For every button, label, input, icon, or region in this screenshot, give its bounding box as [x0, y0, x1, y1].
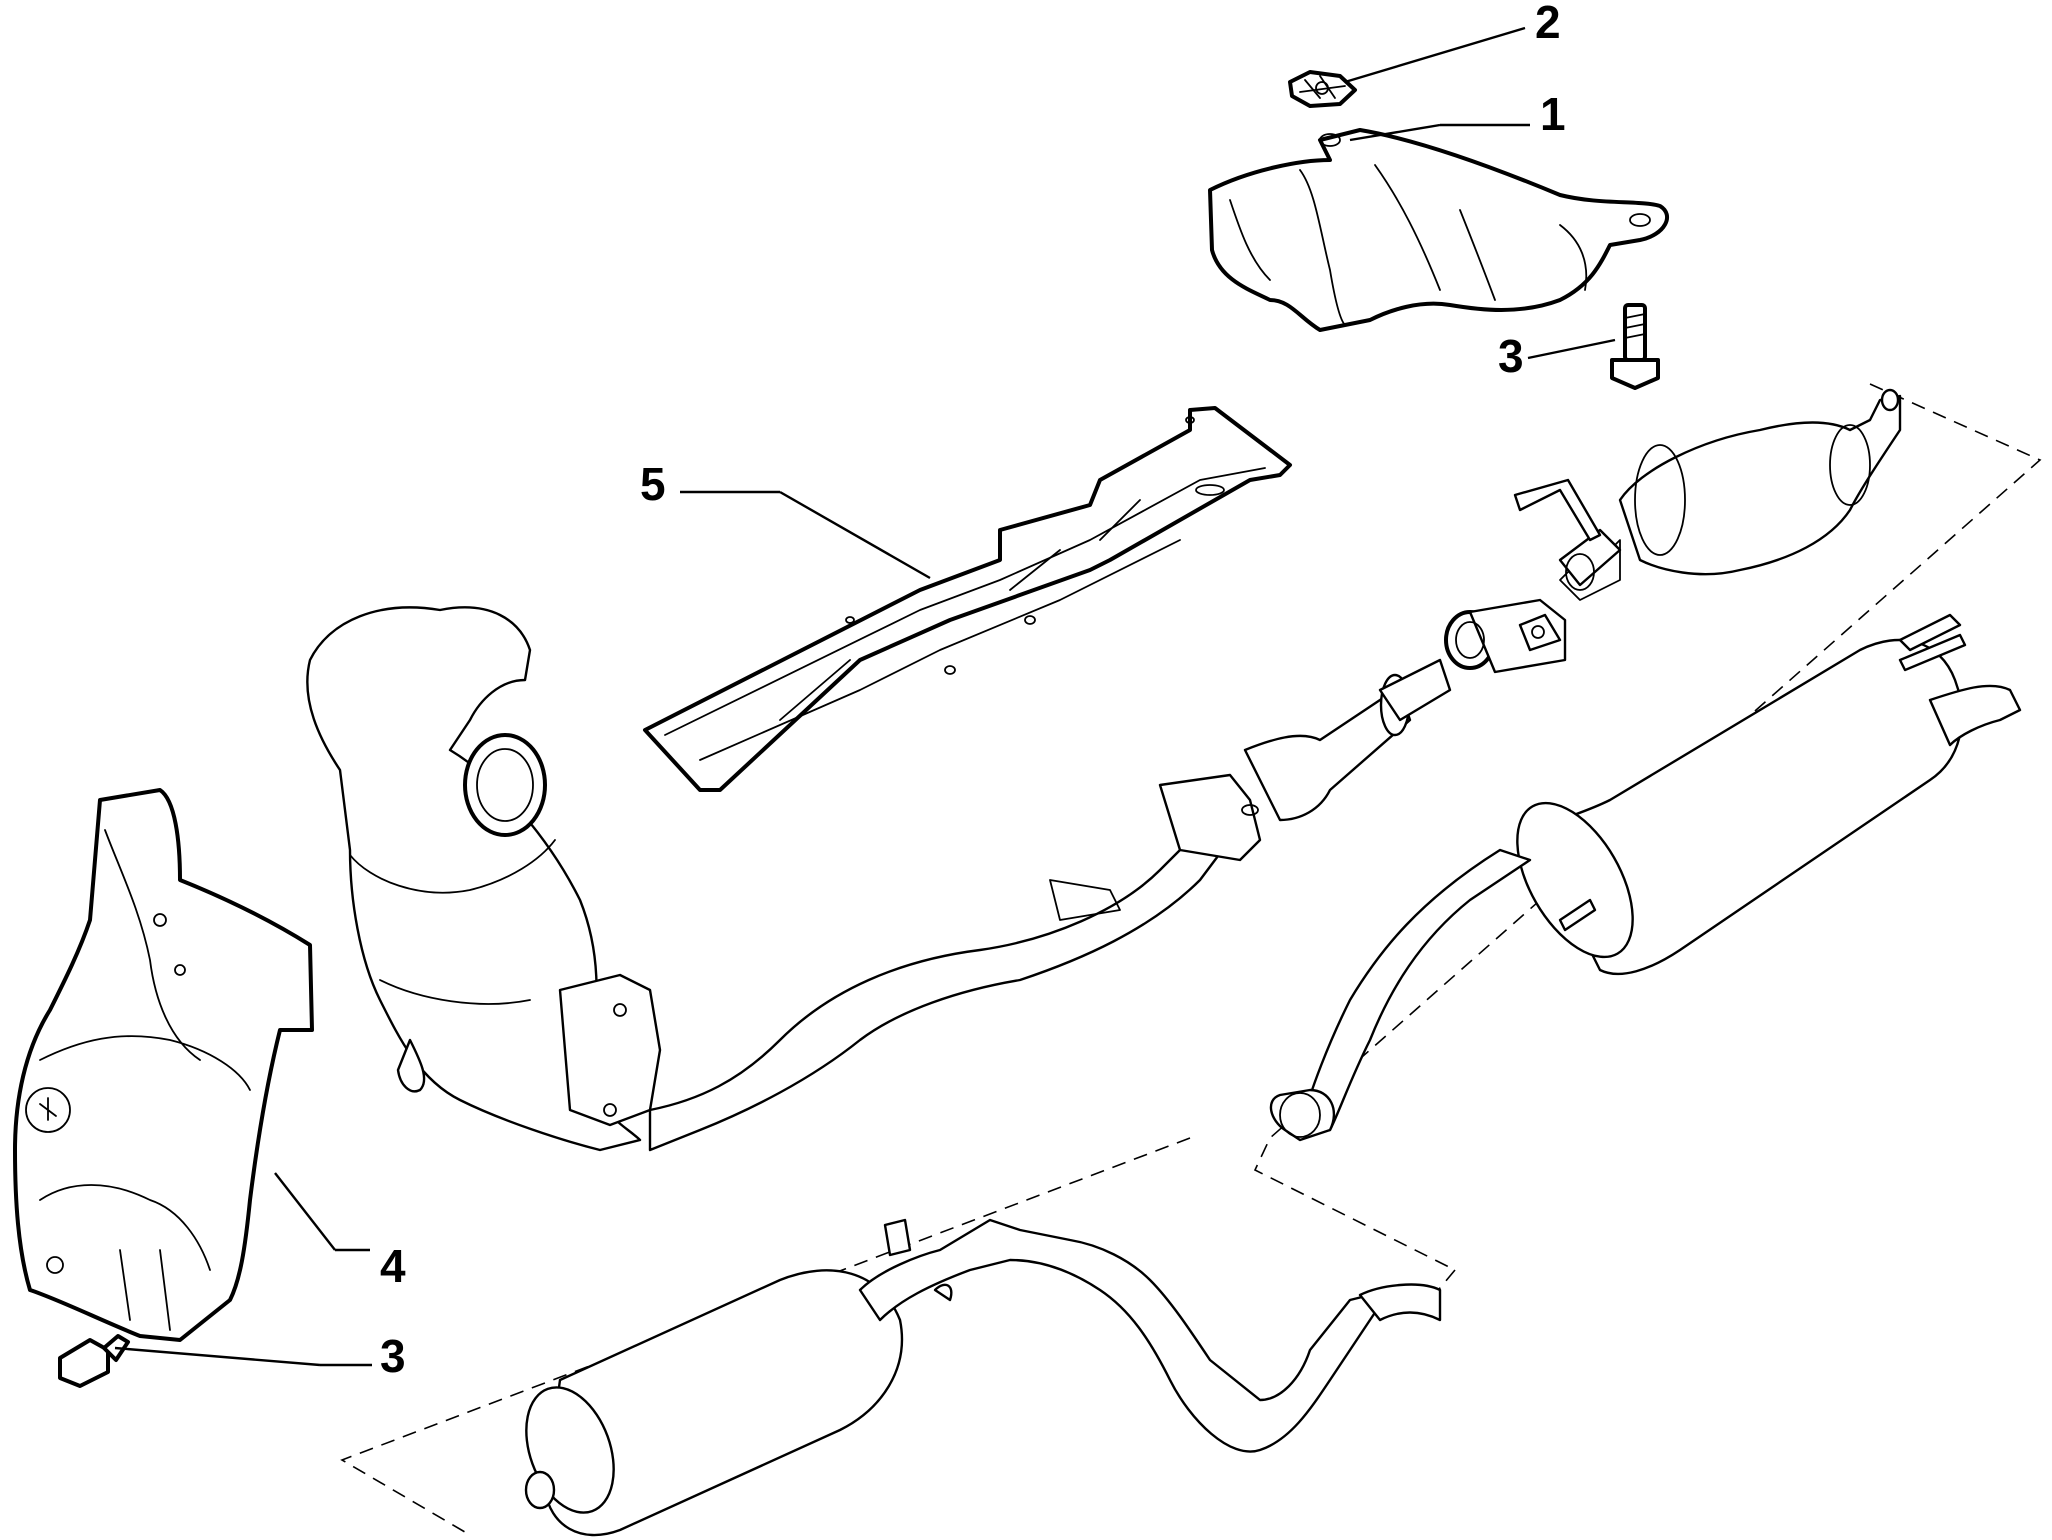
callout-2: 2: [1535, 0, 1561, 48]
pipe-clamp: [1444, 598, 1567, 674]
bolt-upper: [1610, 303, 1660, 390]
front-pipe: [648, 658, 1452, 1152]
callout-5: 5: [640, 458, 666, 510]
manifold-heat-shield: [13, 788, 314, 1342]
upper-heat-shield: [1208, 128, 1670, 332]
rear-catalytic-converter: [1513, 388, 1902, 601]
rear-muffler-upper: [1269, 613, 2022, 1142]
front-catalytic-converter: [306, 606, 662, 1152]
callout-1: 1: [1540, 88, 1566, 140]
callout-4: 4: [380, 1240, 406, 1292]
bolt-lower: [58, 1334, 130, 1388]
callout-3-lower: 3: [380, 1330, 406, 1382]
tunnel-heat-shield: [643, 406, 1292, 792]
leader-lines: [114, 26, 1616, 1367]
callout-3-upper: 3: [1498, 330, 1524, 382]
clip-nut: [1288, 70, 1357, 108]
rear-muffler-lower: [524, 1218, 1442, 1537]
